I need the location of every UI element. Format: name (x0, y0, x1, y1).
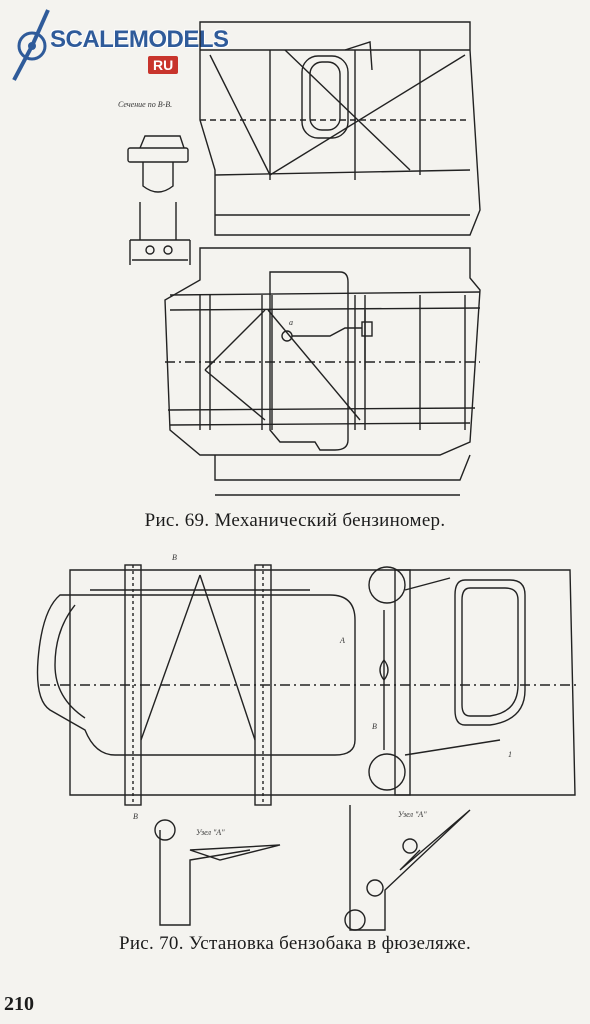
label-b-right: В (372, 722, 377, 731)
section-label: Сечение по В-В. (118, 100, 173, 109)
page-number: 210 (4, 993, 34, 1015)
figure-70-caption: Рис. 70. Установка бензобака в фюзеляже. (118, 933, 472, 954)
label-b-bottom: В (133, 812, 138, 821)
label-a: А (340, 636, 345, 645)
label-b-top: В (172, 553, 177, 562)
figure-69-drawing (127, 21, 481, 496)
node-label-lower-left: Узел "А" (196, 828, 225, 837)
site-logo: SCALEMODELS RU (8, 6, 229, 84)
logo-domain-badge: RU (148, 56, 179, 74)
figure-70-drawing (36, 564, 580, 931)
figure-69-caption: Рис. 69. Механический бензиномер. (144, 510, 446, 531)
logo-text: SCALEMODELS (50, 26, 229, 53)
point-label-a: а (289, 318, 293, 327)
label-1: 1 (508, 750, 512, 759)
propeller-icon (12, 9, 50, 81)
node-label-lower-right: Узел "А" (398, 810, 427, 819)
